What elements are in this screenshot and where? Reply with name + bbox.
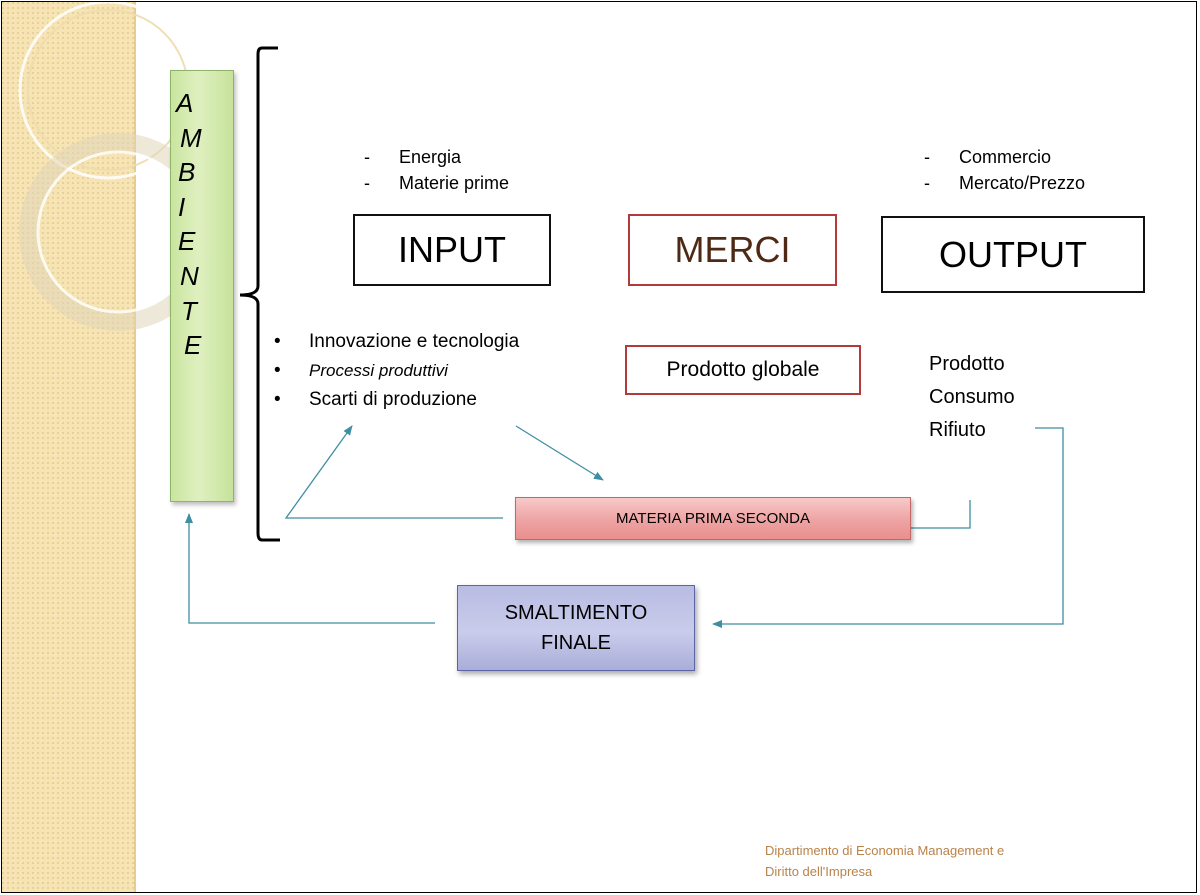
connector-rifiuto-mps bbox=[911, 500, 971, 529]
ambiente-letter: B bbox=[178, 157, 196, 188]
ambiente-letter: A bbox=[176, 88, 194, 118]
decorative-rings bbox=[18, 0, 200, 331]
list-item: Scarti di produzione bbox=[272, 385, 519, 414]
process-bullets-list: Innovazione e tecnologia Processi produt… bbox=[272, 327, 519, 414]
list-item: Materie prime bbox=[364, 170, 509, 196]
ambiente-letter: E bbox=[184, 330, 202, 361]
list-item: Consumo bbox=[929, 386, 1015, 408]
list-item: Commercio bbox=[924, 144, 1085, 170]
ambiente-vertical-text: A M B I E N T E bbox=[176, 86, 216, 363]
materia-prima-seconda-box: MATERIA PRIMA SECONDA bbox=[515, 497, 911, 540]
smaltimento-line: SMALTIMENTO bbox=[504, 602, 648, 624]
bullet-text: Scarti di produzione bbox=[309, 389, 477, 410]
ambiente-letter: I bbox=[178, 191, 186, 222]
curly-brace bbox=[239, 46, 280, 542]
merci-box: MERCI bbox=[628, 214, 837, 286]
list-item: Innovazione e tecnologia bbox=[272, 327, 519, 356]
input-items-list: Energia Materie prime bbox=[364, 144, 509, 196]
output-box: OUTPUT bbox=[881, 216, 1145, 293]
ambiente-box bbox=[170, 70, 234, 502]
ambiente-letter: T bbox=[181, 295, 197, 326]
output-items-list: Commercio Mercato/Prezzo bbox=[924, 144, 1085, 196]
arrow-scarti-to-mps bbox=[515, 425, 604, 481]
output-stages-list: Prodotto Consumo Rifiuto bbox=[929, 348, 1015, 447]
footer-text: Dipartimento di Economia Management e Di… bbox=[765, 840, 1004, 882]
ambiente-letter: M bbox=[180, 122, 202, 153]
input-box: INPUT bbox=[353, 214, 551, 286]
bullet-text: Innovazione e tecnologia bbox=[309, 331, 520, 352]
footer-line: Dipartimento di Economia Management e bbox=[765, 843, 1005, 858]
list-item: Energia bbox=[364, 144, 509, 170]
smaltimento-finale-box: SMALTIMENTO FINALE bbox=[457, 585, 695, 671]
footer-line: Diritto dell'Impresa bbox=[765, 864, 873, 879]
list-item: Processi produttivi bbox=[272, 356, 519, 385]
ambiente-letter: N bbox=[180, 260, 199, 291]
list-item: Rifiuto bbox=[929, 419, 986, 441]
arrow-mps-to-processes bbox=[284, 425, 503, 519]
list-item: Prodotto bbox=[929, 353, 1005, 375]
smaltimento-line: FINALE bbox=[540, 632, 612, 654]
ambiente-letter: E bbox=[178, 226, 196, 257]
arrow-rifiuto-to-mps bbox=[712, 427, 1064, 628]
list-item: Mercato/Prezzo bbox=[924, 170, 1085, 196]
prodotto-globale-box: Prodotto globale bbox=[625, 345, 861, 395]
side-band-edge bbox=[134, 2, 136, 893]
arrow-smaltimento-to-ambiente bbox=[185, 513, 435, 624]
bullet-text: Processi produttivi bbox=[309, 361, 448, 380]
